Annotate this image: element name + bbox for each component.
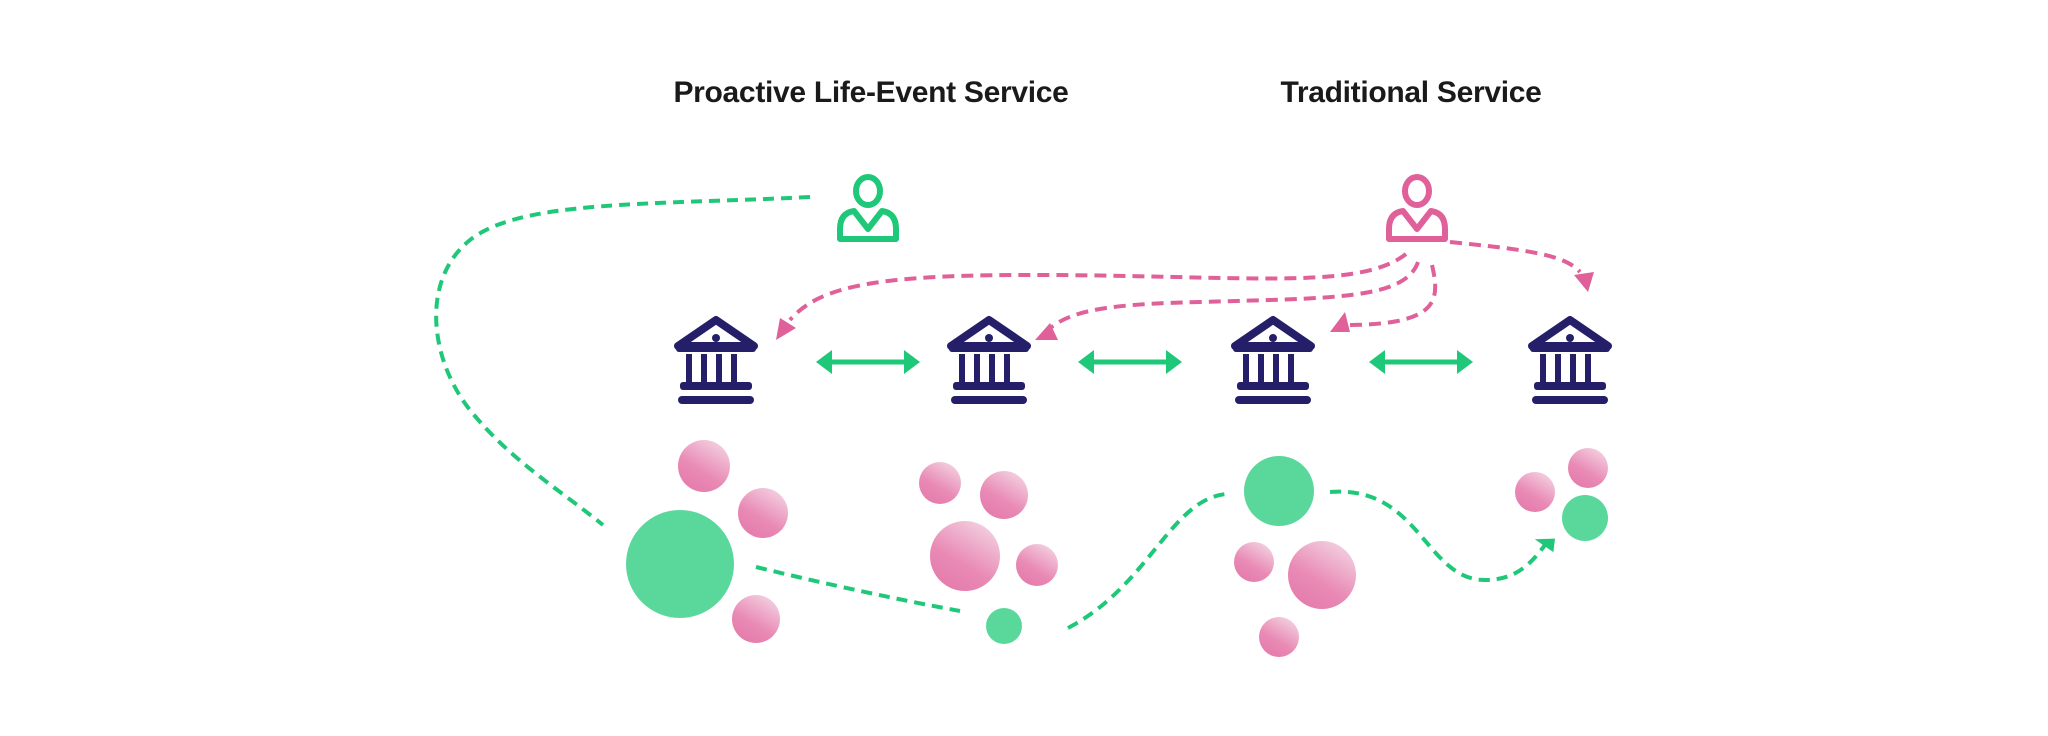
pink-circle	[980, 471, 1028, 519]
green-circle	[986, 608, 1022, 644]
green-circle	[626, 510, 734, 618]
pink-circle	[1288, 541, 1356, 609]
pink-path-2b	[1046, 261, 1420, 332]
pink-circle	[678, 440, 730, 492]
pink-circle	[930, 521, 1000, 591]
institution-1-building-icon	[676, 320, 756, 404]
pink-circle	[1515, 472, 1555, 512]
pink-path-4	[1449, 240, 1582, 274]
proactive-paths	[434, 195, 1547, 630]
citizen-proactive-person-icon	[840, 177, 896, 239]
exchange-arrow-3-icon	[1369, 350, 1473, 374]
institution-3-building-icon	[1233, 320, 1313, 404]
pink-circle	[738, 488, 788, 538]
institution-4-building-icon	[1530, 320, 1610, 404]
pink-arrowheads	[776, 272, 1594, 340]
traditional-service-title: Traditional Service	[1280, 76, 1542, 109]
pink-circle	[919, 462, 961, 504]
green-circle	[1244, 456, 1314, 526]
life-event-circles	[626, 440, 1608, 657]
institution-2-building-icon	[949, 320, 1029, 404]
traditional-paths	[788, 240, 1582, 332]
citizen-traditional-person-icon	[1389, 177, 1445, 239]
pink-circle	[1016, 544, 1058, 586]
pink-circle	[1234, 542, 1274, 582]
pink-circle	[1259, 617, 1299, 657]
green-circle	[1562, 495, 1608, 541]
proactive-service-title: Proactive Life-Event Service	[673, 76, 1069, 109]
pink-path-3	[1344, 264, 1438, 327]
green-arrowhead	[1534, 538, 1556, 553]
pink-circle	[1568, 448, 1608, 488]
pink-circle	[732, 595, 780, 643]
exchange-arrow-2-icon	[1078, 350, 1182, 374]
exchange-arrow-1-icon	[816, 350, 920, 374]
pink-path-1	[788, 252, 1408, 322]
